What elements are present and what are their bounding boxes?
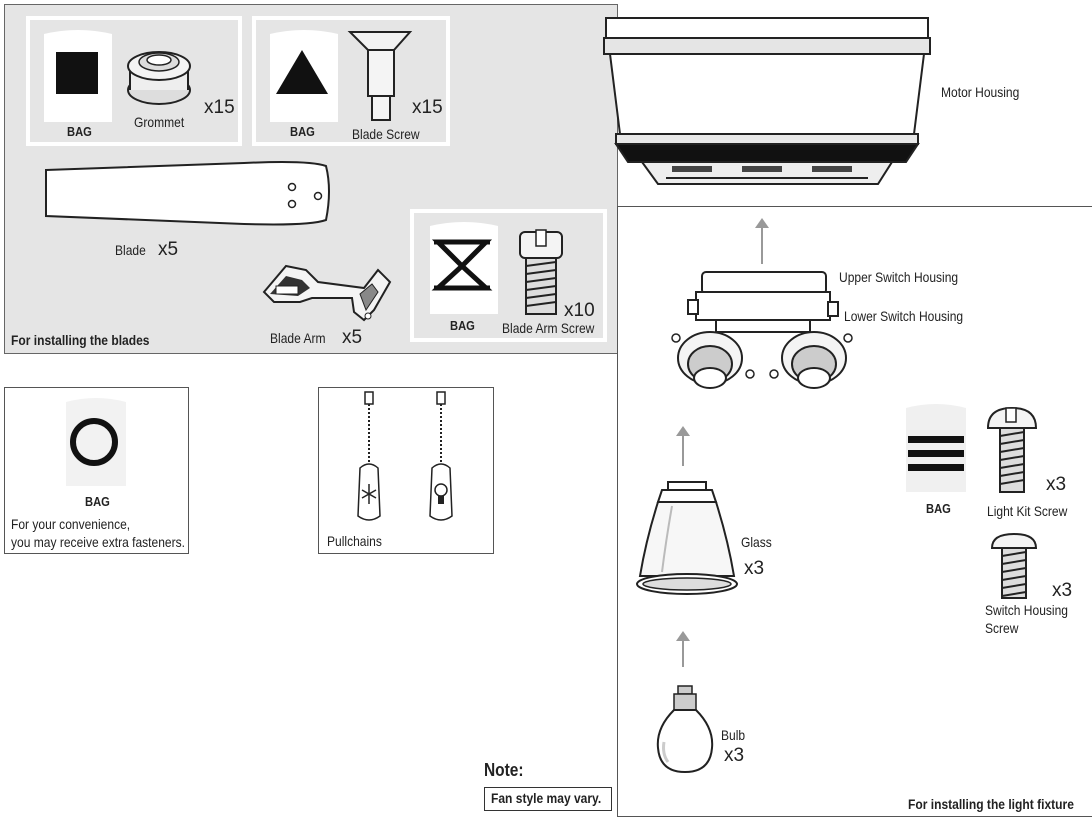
blade-arm-screw-bag-label: BAG <box>450 318 475 333</box>
light-pullchain-icon <box>429 391 453 521</box>
up-arrow-icon <box>676 426 690 466</box>
blade-icon <box>45 161 330 226</box>
blade-arm-label: Blade Arm <box>270 330 326 346</box>
blade-arm-screw-icon <box>519 229 563 315</box>
light-kit-screw-label: Light Kit Screw <box>987 503 1068 519</box>
blade-screw-label: Blade Screw <box>352 126 420 142</box>
blade-qty: x5 <box>158 239 179 260</box>
blade-label: Blade <box>115 242 146 258</box>
pullchains-box <box>318 387 494 554</box>
blades-section-title: For installing the blades <box>11 332 150 348</box>
switch-housing-screw-icon <box>990 532 1038 599</box>
grommet-qty: x15 <box>204 97 235 118</box>
bulb-qty: x3 <box>724 745 745 766</box>
switch-housing-icon <box>671 271 853 389</box>
motor-housing-label: Motor Housing <box>941 84 1020 100</box>
pullchains-label: Pullchains <box>327 533 382 549</box>
note-text: Fan style may vary. <box>491 790 602 806</box>
glass-label: Glass <box>741 534 772 550</box>
bag-triangle-icon <box>270 30 338 122</box>
blade-arm-qty: x5 <box>342 327 363 348</box>
blade-arm-screw-qty: x10 <box>564 300 595 321</box>
up-arrow-icon <box>755 218 769 264</box>
blade-screw-icon <box>347 31 413 121</box>
blade-arm-icon <box>262 264 392 322</box>
grommet-label: Grommet <box>134 114 185 130</box>
up-arrow-icon <box>676 631 690 667</box>
switch-housing-screw-label-2: Screw <box>985 620 1019 636</box>
extra-fasteners-text-1: For your convenience, <box>11 516 131 532</box>
blade-screw-bag-label: BAG <box>290 124 315 139</box>
glass-qty: x3 <box>744 558 765 579</box>
blade-screw-qty: x15 <box>412 97 443 118</box>
note-title: Note: <box>484 760 524 780</box>
lower-switch-housing-label: Lower Switch Housing <box>844 308 964 324</box>
bulb-icon <box>656 685 714 774</box>
extra-fasteners-bag-label: BAG <box>85 494 110 509</box>
bag-bars-icon <box>906 404 966 492</box>
fan-pullchain-icon <box>357 391 381 521</box>
grommet-icon <box>127 51 191 105</box>
note-box <box>484 787 612 811</box>
light-kit-screw-icon <box>986 406 1038 493</box>
light-fixture-section-title: For installing the light fixture <box>908 796 1074 812</box>
switch-housing-screw-label-1: Switch Housing <box>985 602 1068 618</box>
upper-switch-housing-label: Upper Switch Housing <box>839 269 959 285</box>
extra-fasteners-text-2: you may receive extra fasteners. <box>11 534 185 550</box>
bag-square-icon <box>44 30 112 122</box>
bag-ring-icon <box>66 398 126 486</box>
light-kit-bag-label: BAG <box>926 501 951 516</box>
grommet-bag-label: BAG <box>67 124 92 139</box>
switch-housing-screw-qty: x3 <box>1052 580 1073 601</box>
blade-arm-screw-label: Blade Arm Screw <box>502 320 595 336</box>
bag-hourglass-icon <box>430 222 498 314</box>
glass-shade-icon <box>636 481 738 595</box>
light-kit-screw-qty: x3 <box>1046 474 1067 495</box>
motor-housing-icon <box>603 17 931 185</box>
bulb-label: Bulb <box>721 727 746 743</box>
